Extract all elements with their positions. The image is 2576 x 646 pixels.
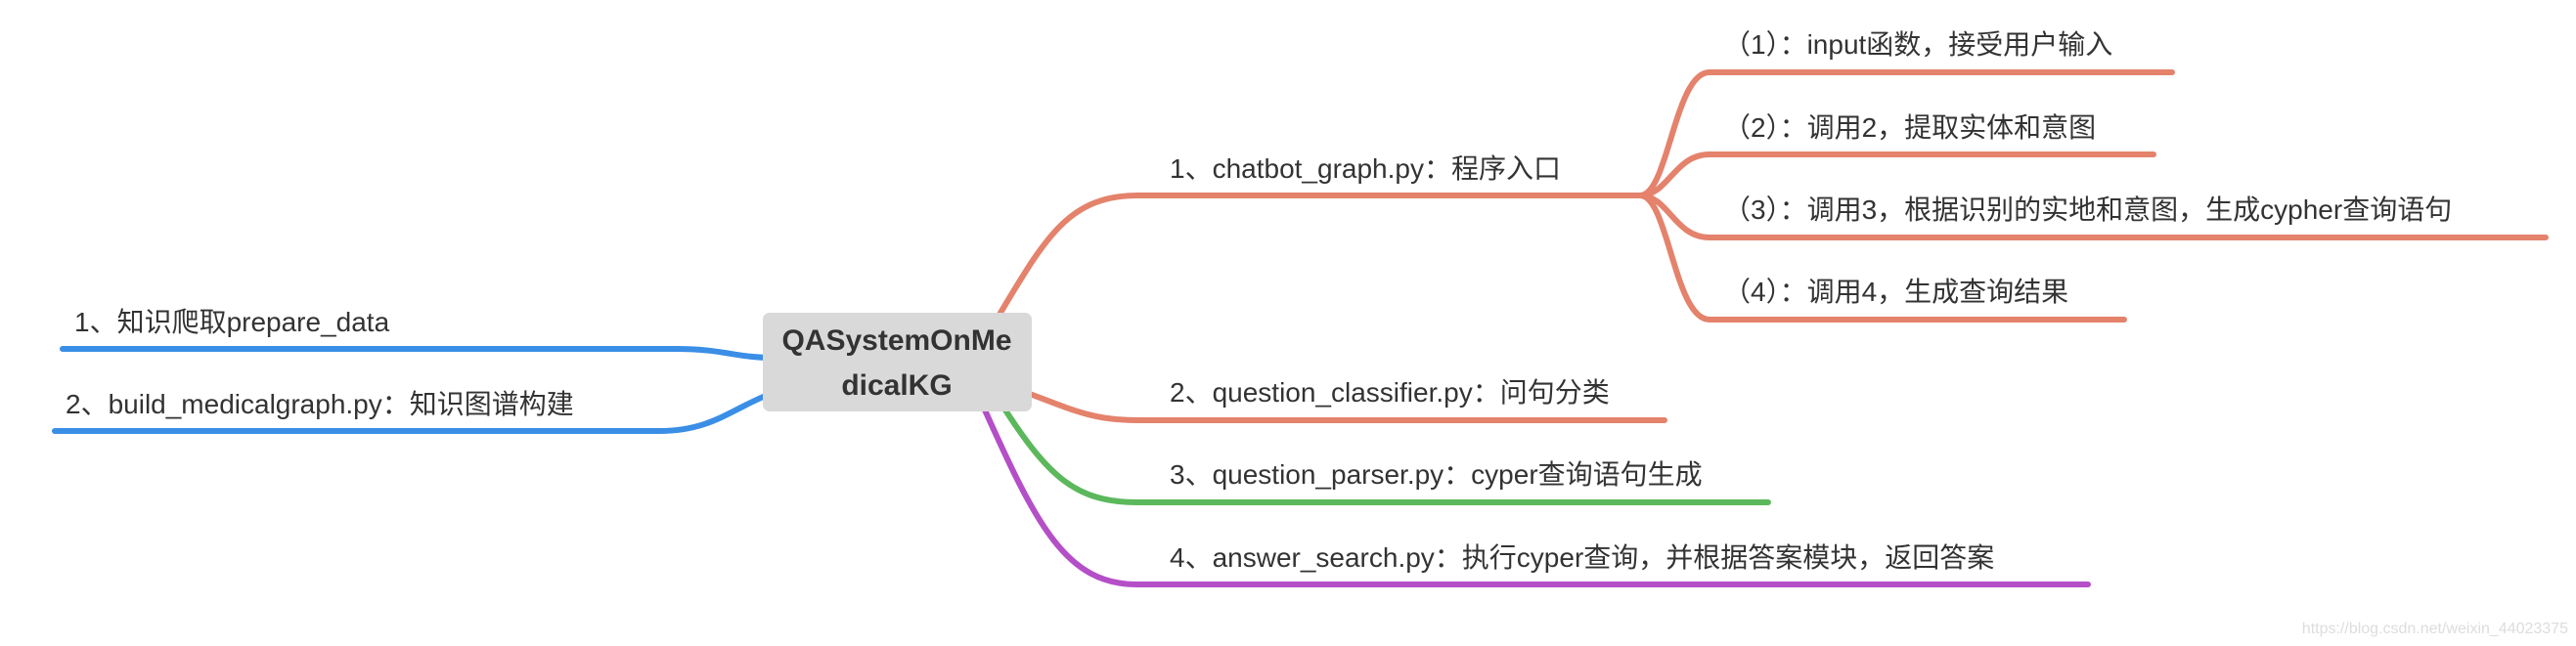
connector-right-4 <box>980 403 2091 587</box>
connector-left-2 <box>52 390 776 434</box>
connector-left-1 <box>60 346 776 361</box>
watermark-text: https://blog.csdn.net/weixin_44023375 <box>2302 621 2568 637</box>
topic-question-parser[interactable]: 3、question_parser.py：cyper查询语句生成 <box>1170 459 1703 490</box>
topic-answer-search[interactable]: 4、answer_search.py：执行cyper查询，并根据答案模块，返回答… <box>1170 542 1994 573</box>
root-node-box <box>763 313 1032 411</box>
connector-sub-4 <box>1637 193 2127 323</box>
topic-build-medicalgraph[interactable]: 2、build_medicalgraph.py：知识图谱构建 <box>66 389 574 419</box>
topic-chatbot-graph[interactable]: 1、chatbot_graph.py：程序入口 <box>1170 153 1561 184</box>
topic-question-classifier[interactable]: 2、question_classifier.py：问句分类 <box>1170 377 1610 408</box>
subtopic-generate-cypher[interactable]: （3）：调用3，根据识别的实地和意图，生成cypher查询语句 <box>1723 194 2452 225</box>
root-node[interactable]: QASystemOnMe dicalKG <box>763 313 1032 411</box>
connector-sub-2 <box>1637 151 2156 198</box>
connector-right-2 <box>1019 388 1667 423</box>
root-title-line-2: dicalKG <box>841 369 952 402</box>
connector-right-1 <box>995 193 1643 321</box>
connector-sub-1 <box>1637 69 2175 198</box>
subtopic-extract-entity[interactable]: （2）：调用2，提取实体和意图 <box>1723 112 2096 143</box>
root-title-line-1: QASystemOnMe <box>781 324 1011 357</box>
subtopic-query-result[interactable]: （4）：调用4，生成查询结果 <box>1723 277 2068 307</box>
topic-prepare-data[interactable]: 1、知识爬取prepare_data <box>74 307 390 337</box>
subtopic-input[interactable]: （1）：input函数，接受用户输入 <box>1723 29 2112 60</box>
connector-right-3 <box>999 403 1771 505</box>
